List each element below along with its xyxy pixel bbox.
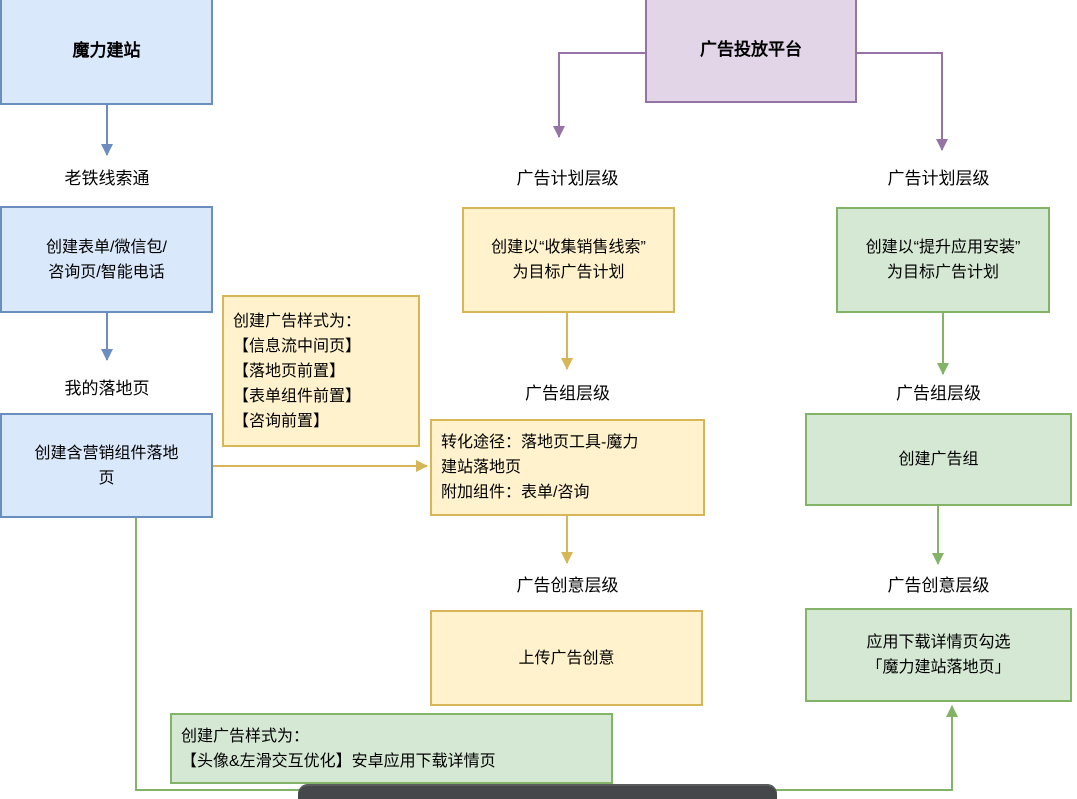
node-magic-site: 魔力建站 (0, 0, 213, 105)
label-laotie-xiansuotong: 老铁线索通 (64, 169, 150, 188)
note-ad-styles-green: 创建广告样式为： 【头像&左滑交互优化】安卓应用下载详情页 (170, 713, 613, 784)
node-mid-conversion-path: 转化途径：落地页工具-魔力 建站落地页 附加组件：表单/咨询 (430, 419, 705, 516)
label-my-landing-page: 我的落地页 (64, 379, 150, 398)
label-mid-adgroup-level: 广告组层级 (525, 384, 610, 403)
label-mid-campaign-level: 广告计划层级 (516, 169, 619, 188)
node-mid-upload-creative: 上传广告创意 (430, 610, 703, 706)
node-create-marketing-landing: 创建含营销组件落地 页 (0, 413, 213, 518)
node-right-create-plan: 创建以“提升应用安装” 为目标广告计划 (836, 207, 1050, 313)
node-right-create-adgroup: 创建广告组 (805, 413, 1072, 506)
label-mid-creative-level: 广告创意层级 (516, 576, 619, 595)
label-right-campaign-level: 广告计划层级 (887, 169, 990, 188)
label-right-adgroup-level: 广告组层级 (896, 384, 981, 403)
label-right-creative-level: 广告创意层级 (887, 576, 990, 595)
node-ad-platform: 广告投放平台 (645, 0, 857, 103)
arrow-platform-to-mid-campaign (553, 52, 645, 138)
bottom-toolbar[interactable] (298, 784, 777, 799)
arrow-platform-to-right-campaign (857, 52, 948, 151)
node-mid-create-plan: 创建以“收集销售线索” 为目标广告计划 (462, 207, 675, 313)
note-ad-styles-yellow: 创建广告样式为： 【信息流中间页】 【落地页前置】 【表单组件前置】 【咨询前置… (222, 295, 420, 447)
node-create-form-components: 创建表单/微信包/ 咨询页/智能电话 (0, 206, 213, 313)
node-right-app-download-page: 应用下载详情页勾选 「魔力建站落地页」 (805, 608, 1072, 702)
